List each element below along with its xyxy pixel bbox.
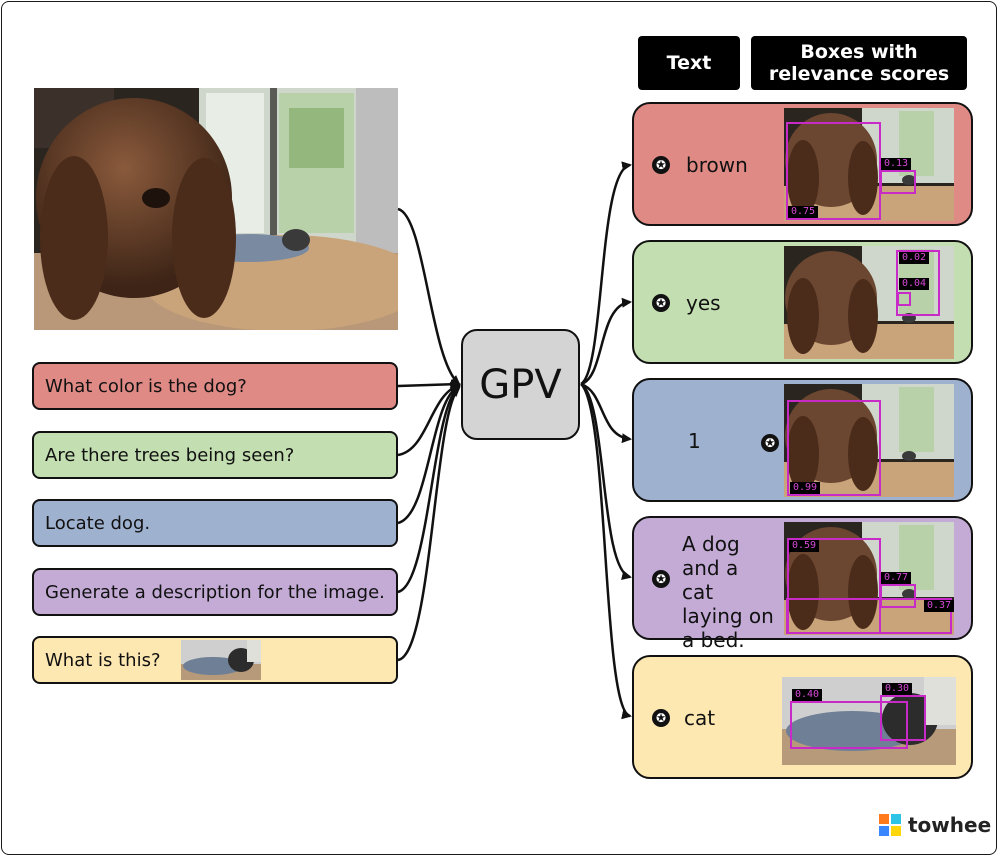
towhee-logo-icon bbox=[879, 814, 901, 836]
query-box-what-is-this: What is this? bbox=[32, 636, 398, 684]
header-text: Text bbox=[638, 36, 740, 90]
query-text: What color is the dog? bbox=[45, 375, 247, 397]
score-label: 0.75 bbox=[788, 206, 819, 218]
star-icon: ✪ bbox=[652, 709, 670, 727]
answer-text: A dog and a cat laying on a bed. bbox=[682, 532, 774, 652]
score-label: 0.99 bbox=[790, 482, 821, 494]
gpv-label: GPV bbox=[479, 361, 562, 408]
answer-text: cat bbox=[684, 706, 716, 730]
score-label: 0.77 bbox=[881, 572, 912, 584]
answer-box-cat: ✪ cat 0.40 0.30 bbox=[632, 655, 973, 779]
query-box-trees: Are there trees being seen? bbox=[32, 431, 398, 479]
score-label: 0.02 bbox=[899, 252, 930, 264]
score-label: 0.30 bbox=[882, 683, 913, 695]
query-text: Generate a description for the image. bbox=[45, 581, 385, 603]
arrow-query4-to-gpv bbox=[397, 385, 461, 594]
query-box-locate: Locate dog. bbox=[32, 499, 398, 547]
answer-box-yes: ✪ yes 0.02 0.04 bbox=[632, 240, 973, 364]
query-box-describe: Generate a description for the image. bbox=[32, 568, 398, 616]
answer-box-one: 1 ✪ 0.99 bbox=[632, 378, 973, 502]
bbox-tree-1 bbox=[896, 250, 940, 316]
bbox-blanket bbox=[790, 701, 908, 749]
bbox-cat bbox=[880, 584, 916, 608]
answer-text: brown bbox=[686, 153, 748, 177]
arrow-gpv-to-answer1 bbox=[580, 161, 632, 386]
score-label: 0.04 bbox=[899, 278, 930, 290]
query-text: What is this? bbox=[45, 649, 161, 671]
header-boxes-with-relevance-scores: Boxes with relevance scores bbox=[751, 36, 967, 90]
bbox-cat bbox=[880, 170, 916, 194]
answer-photo: 0.02 0.04 bbox=[784, 246, 954, 359]
arrow-gpv-to-answer3 bbox=[580, 382, 632, 444]
star-icon: ✪ bbox=[652, 156, 670, 174]
star-icon: ✪ bbox=[652, 294, 670, 312]
answer-photo: 0.59 0.77 0.37 bbox=[784, 522, 954, 635]
query-text: Are there trees being seen? bbox=[45, 444, 295, 466]
answer-box-brown: ✪ brown 0.13 0.75 bbox=[632, 102, 973, 226]
bbox-tree-2 bbox=[897, 292, 911, 306]
bbox-dog bbox=[787, 400, 881, 496]
score-label: 0.13 bbox=[881, 158, 912, 170]
star-icon: ✪ bbox=[652, 570, 670, 588]
arrow-query5-to-gpv bbox=[397, 386, 461, 662]
score-label: 0.59 bbox=[789, 540, 820, 552]
logo-text: towhee bbox=[908, 813, 992, 837]
query-box-color: What color is the dog? bbox=[32, 362, 398, 410]
query-cat-crop bbox=[181, 640, 261, 680]
arrow-query1-to-gpv bbox=[397, 379, 461, 390]
towhee-logo: towhee bbox=[879, 813, 991, 837]
score-label: 0.37 bbox=[924, 600, 954, 612]
answer-box-description: ✪ A dog and a cat laying on a bed. 0.59 … bbox=[632, 516, 973, 652]
answer-text: yes bbox=[686, 291, 721, 315]
answer-photo: 0.13 0.75 bbox=[784, 108, 954, 221]
arrow-gpv-to-answer4 bbox=[580, 382, 632, 581]
arrow-photo-to-gpv bbox=[397, 207, 461, 386]
answer-photo: 0.99 bbox=[784, 384, 954, 497]
bbox-cat bbox=[880, 695, 926, 741]
arrow-gpv-to-answer5 bbox=[580, 383, 632, 720]
gpv-model-box: GPV bbox=[461, 329, 580, 440]
answer-photo: 0.40 0.30 bbox=[782, 677, 956, 765]
score-label: 0.40 bbox=[792, 689, 823, 701]
bbox-bed bbox=[786, 598, 952, 634]
query-text: Locate dog. bbox=[45, 512, 151, 534]
arrow-gpv-to-answer2 bbox=[580, 297, 632, 386]
input-photo bbox=[34, 88, 398, 330]
answer-text: 1 bbox=[688, 429, 701, 453]
star-icon: ✪ bbox=[761, 434, 779, 452]
